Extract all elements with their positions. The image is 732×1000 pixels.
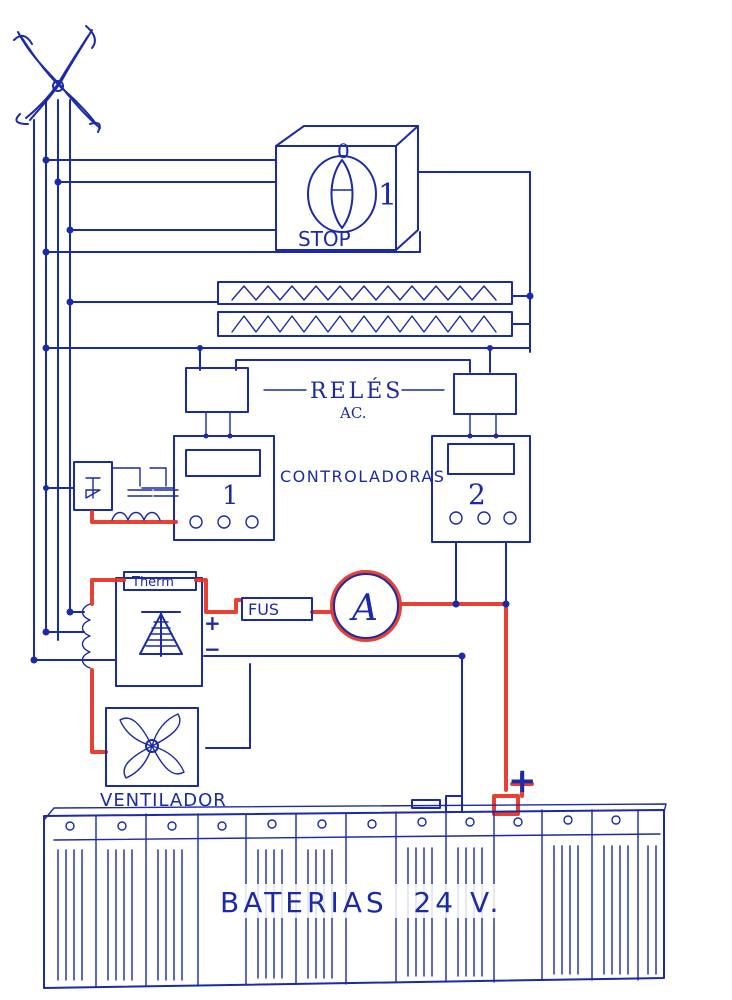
controllers-label: CONTROLADORAS: [280, 467, 445, 486]
rectifier-minus: −: [204, 637, 221, 661]
input-rectifier: [43, 461, 179, 511]
fuse: [241, 597, 313, 621]
fan-icon: [105, 707, 199, 787]
wind-turbine-icon: [13, 25, 101, 133]
battery-label-backdrop: [214, 884, 530, 918]
controller-1-positive-wire: [90, 510, 178, 524]
switch-stop-label: STOP: [298, 227, 351, 251]
relays-label: RELÉS: [310, 377, 403, 404]
positive-main-wire: [90, 578, 508, 792]
rectifier-block: [115, 571, 203, 687]
switch-one-label: 1: [378, 178, 397, 213]
controller-1-number: 1: [222, 481, 239, 511]
fan-label: VENTILADOR: [100, 790, 227, 811]
relay-box-left: [185, 367, 249, 439]
relay-wires: [42, 344, 531, 373]
fuse-label: FUS: [248, 600, 279, 619]
controller-1: [141, 435, 275, 541]
input-coil: [30, 603, 117, 669]
rectifier-plus: +: [204, 611, 221, 635]
controller-2-number: 2: [468, 478, 486, 511]
ammeter-label: A: [349, 588, 378, 629]
fan-positive-wire: [90, 668, 108, 754]
switch-zero-label: 0: [337, 139, 350, 163]
right-wires: [203, 541, 510, 801]
batteries-label: BATERIAS 24 V.: [220, 886, 502, 919]
battery-plus-label: +: [540, 798, 541, 801]
switch-wires: [42, 156, 531, 353]
left-bus-wires: [33, 99, 71, 661]
relays-sub-label: AC.: [339, 404, 367, 422]
controller-2: [431, 435, 531, 543]
heater-resistors: [66, 281, 534, 337]
battery-plus-sign: +: [508, 761, 537, 801]
main-switch: [275, 125, 419, 251]
relay-box-right: [453, 373, 517, 439]
controller-1-coil: [111, 511, 161, 521]
ammeter-icon: [330, 570, 402, 642]
thermostat-label: Therm: [131, 575, 174, 590]
